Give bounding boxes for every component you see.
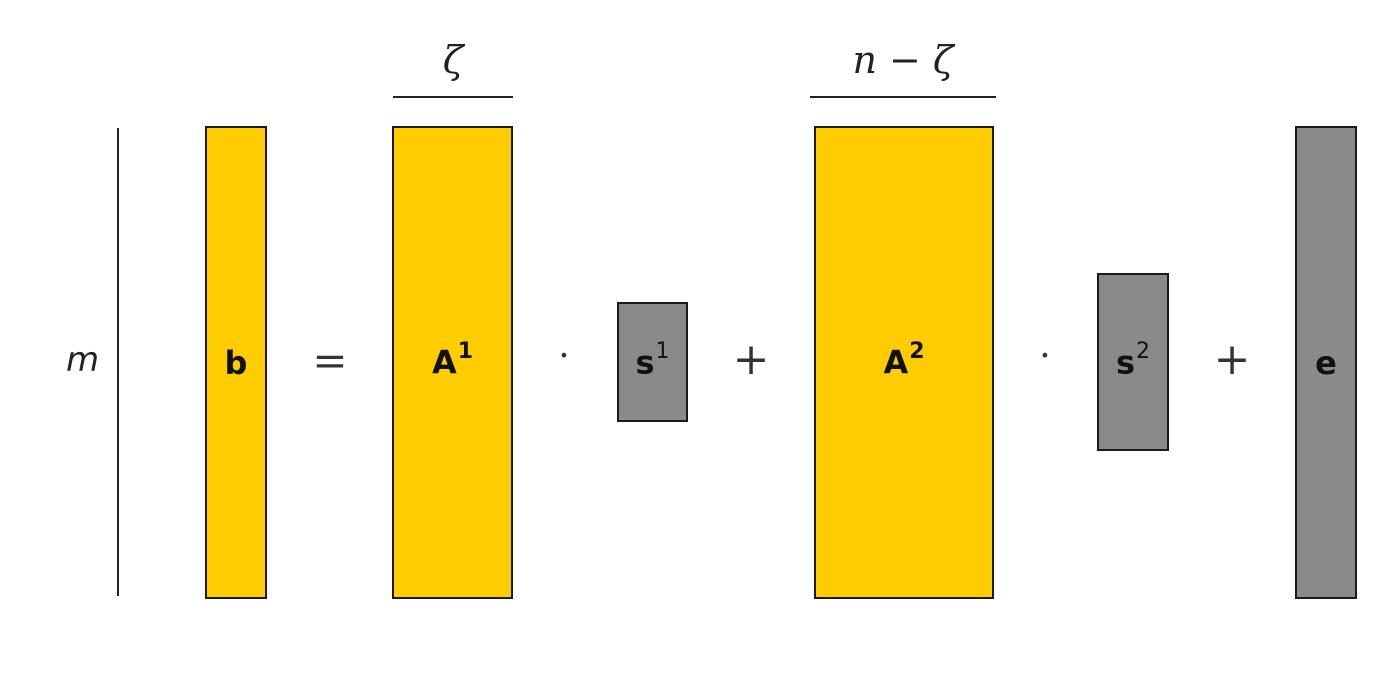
col-dimension-line-a2	[810, 96, 996, 98]
matrix-a2-label: A2	[883, 339, 925, 382]
vector-e: e	[1295, 126, 1357, 599]
dot-operator-2: ·	[1039, 336, 1051, 377]
equals-operator: =	[312, 336, 348, 385]
row-dimension-line	[117, 128, 119, 596]
matrix-a1: A1	[392, 126, 513, 599]
matrix-a1-label: A1	[431, 339, 474, 382]
plus-operator-2: +	[1213, 334, 1251, 385]
vector-b: b	[205, 126, 267, 599]
matrix-a2: A2	[814, 126, 994, 599]
plus-operator-1: +	[732, 334, 770, 385]
col-dimension-label-a1: ζ	[442, 38, 464, 82]
vector-b-label: b	[224, 343, 248, 382]
col-dimension-line-a1	[393, 96, 513, 98]
vector-s2: s2	[1097, 273, 1169, 451]
vector-s2-label: s2	[1115, 338, 1151, 382]
vector-s1: s1	[617, 302, 688, 422]
row-dimension-label: m	[66, 340, 100, 380]
vector-s1-label: s1	[635, 338, 670, 382]
dot-operator-1: ·	[558, 336, 570, 377]
vector-e-label: e	[1315, 343, 1337, 382]
col-dimension-label-a2: n − ζ	[852, 38, 954, 82]
